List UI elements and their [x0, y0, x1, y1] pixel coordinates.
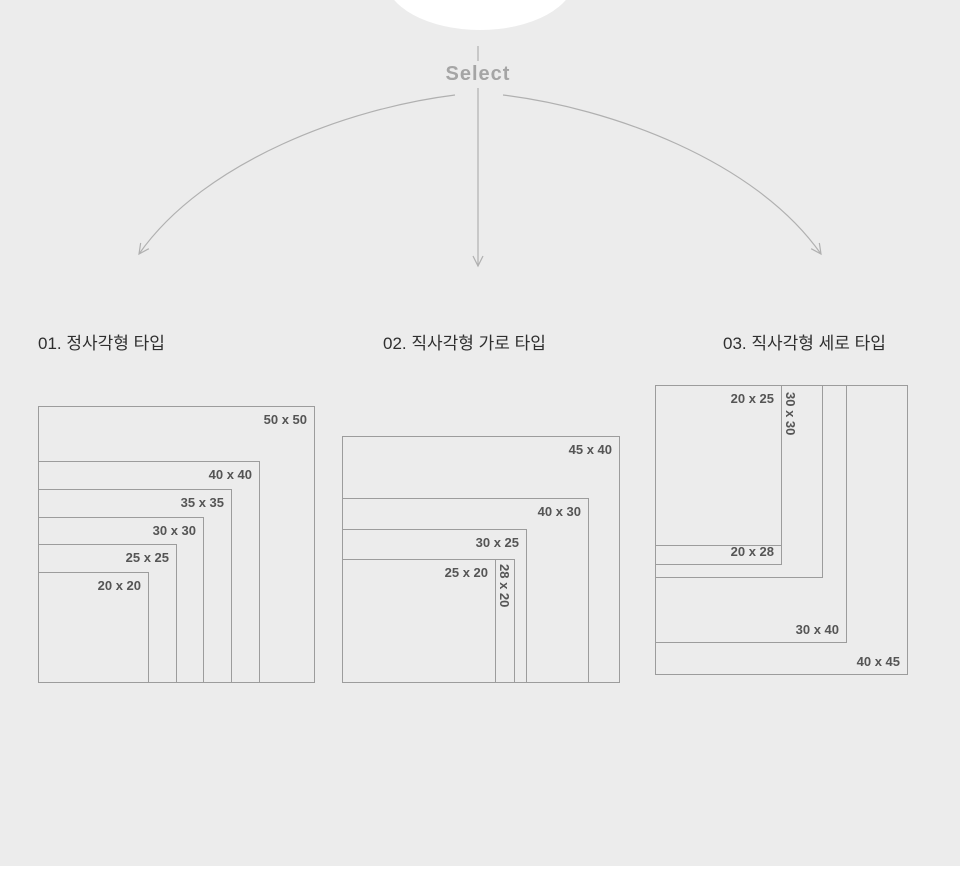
- size-label-35x35: 35 x 35: [180, 495, 224, 510]
- size-label-20x25: 20 x 25: [730, 391, 774, 406]
- size-label-20x20: 20 x 20: [97, 578, 141, 593]
- arrow-curve-left: [138, 94, 456, 256]
- section-title-vertical: 03. 직사각형 세로 타입: [723, 334, 886, 353]
- arrow-curve-right: [502, 94, 822, 256]
- size-rect-25x20: 25 x 20: [342, 559, 496, 683]
- size-label-50x50: 50 x 50: [263, 412, 307, 427]
- size-label-30x30-vert: 30 x 30: [783, 392, 798, 436]
- section-title-horizontal: 02. 직사각형 가로 타입: [383, 334, 546, 353]
- size-label-40x30: 40 x 30: [537, 504, 581, 519]
- size-label-25x25: 25 x 25: [125, 550, 169, 565]
- size-rect-20x20: 20 x 20: [38, 572, 149, 683]
- size-label-40x45: 40 x 45: [856, 654, 900, 669]
- size-label-28x20: 28 x 20: [497, 564, 512, 608]
- size-label-40x40: 40 x 40: [208, 467, 252, 482]
- size-label-30x40: 30 x 40: [795, 622, 839, 637]
- size-label-30x30: 30 x 30: [152, 523, 196, 538]
- bottom-edge-strip: [0, 866, 960, 873]
- size-label-45x40: 45 x 40: [568, 442, 612, 457]
- select-arrows: [138, 46, 822, 268]
- section-title-square: 01. 정사각형 타입: [38, 334, 165, 353]
- size-label-30x25: 30 x 25: [475, 535, 519, 550]
- size-label-25x20: 25 x 20: [444, 565, 488, 580]
- size-rect-20x25: 20 x 25: [655, 385, 782, 546]
- size-label-20x28: 20 x 28: [730, 544, 774, 559]
- select-label: Select: [437, 61, 519, 88]
